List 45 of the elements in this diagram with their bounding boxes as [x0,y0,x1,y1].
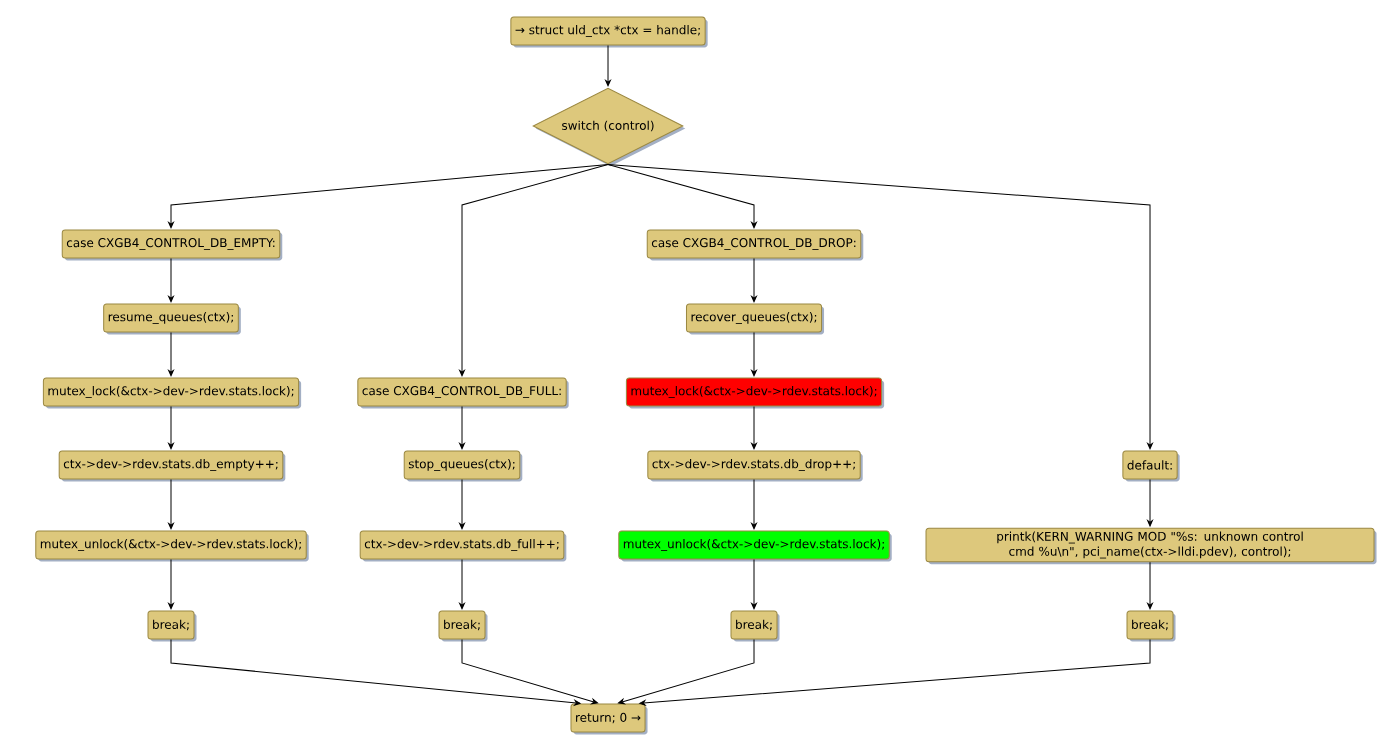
process-box: mutex_lock(&ctx->dev->rdev.stats.lock); [42,377,302,409]
process-box: stop_queues(ctx); [403,450,523,482]
process-box: case CXGB4_CONTROL_DB_EMPTY: [61,229,283,261]
process-box: ctx->dev->rdev.stats.db_drop++; [647,450,863,482]
arrow [168,559,174,610]
process-box: case CXGB4_CONTROL_DB_FULL: [357,377,569,409]
arrow [607,164,1153,450]
arrow [607,164,757,229]
process-box: mutex_unlock(&ctx->dev->rdev.stats.lock); [618,530,892,562]
arrow [168,164,609,229]
arrow [461,639,599,705]
arrow [751,559,757,610]
process-box: break; [438,610,488,642]
arrow [751,479,757,530]
arrow [168,406,174,450]
arrow [168,332,174,377]
arrow [459,559,465,610]
arrow [459,479,465,530]
process-box: break; [1126,610,1176,642]
arrow [168,479,174,530]
process-box: break; [730,610,780,642]
arrow [605,45,611,87]
process-box: ctx->dev->rdev.stats.db_full++; [359,530,567,562]
process-box: recover_queues(ctx); [686,303,825,335]
arrow [751,258,757,303]
arrow [639,639,1151,706]
arrow [1147,561,1153,610]
process-box: case CXGB4_CONTROL_DB_DROP: [646,229,864,261]
arrow [751,332,757,377]
arrow [618,639,755,705]
arrow [459,164,609,377]
arrow [1147,479,1153,527]
arrow [168,258,174,303]
arrow [751,406,757,450]
process-box: printk(KERN_WARNING MOD "%s: unknown control cmd %u\n", pci_name(ctx->lldi.pdev), control); [925,527,1377,565]
arrow [459,406,465,450]
process-box: return; 0 → [570,703,648,735]
process-box: ctx->dev->rdev.stats.db_empty++; [58,450,286,482]
process-box: resume_queues(ctx); [103,303,241,335]
arrow [170,639,581,706]
process-box: break; [147,610,197,642]
process-box: mutex_unlock(&ctx->dev->rdev.stats.lock); [35,530,309,562]
process-box: default: [1122,450,1180,482]
process-box: mutex_lock(&ctx->dev->rdev.stats.lock); [625,377,885,409]
process-box: → struct uld_ctx *ctx = handle; [510,16,708,48]
